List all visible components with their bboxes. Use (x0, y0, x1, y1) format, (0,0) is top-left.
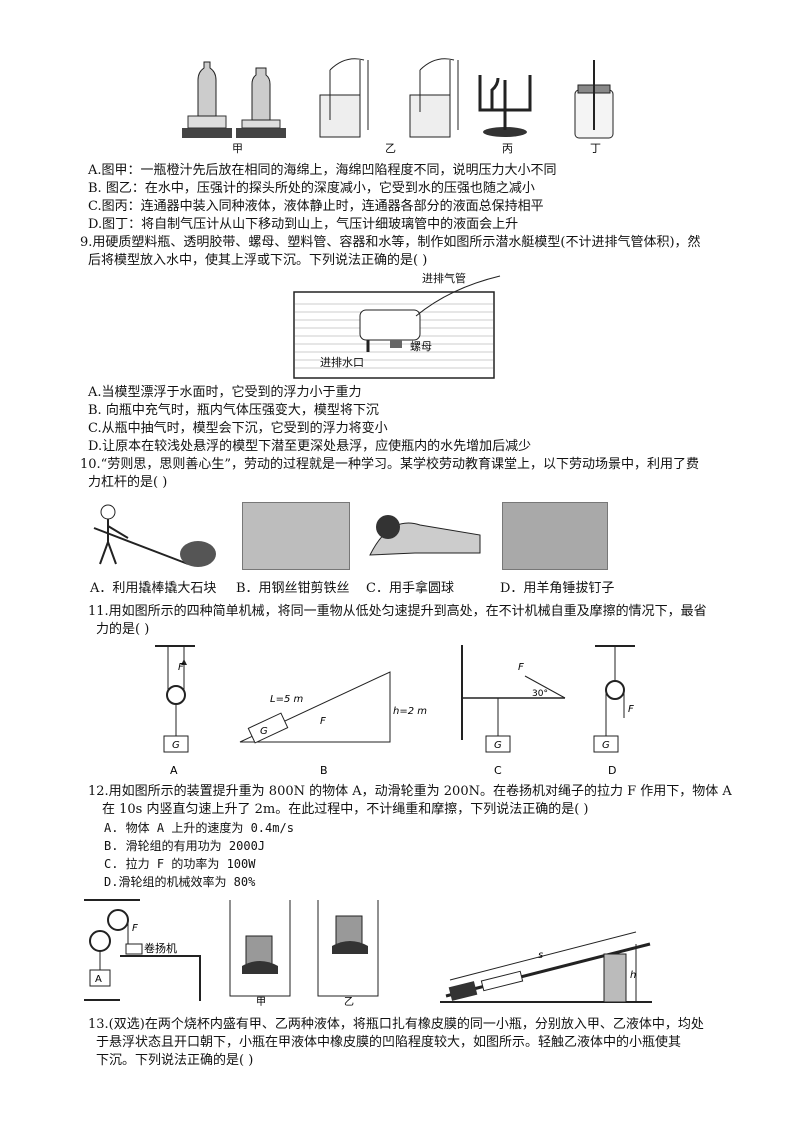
q11-b-weight: G (260, 726, 268, 737)
q9-submarine-figure: 进排气管 螺母 进排水口 (293, 271, 501, 379)
q11-d-force: F (628, 704, 634, 715)
q12-fig-h: h (630, 970, 636, 981)
q9-label-nut: 螺母 (410, 340, 432, 353)
q11-b-force: F (320, 716, 326, 727)
q8-label-jia: 甲 (232, 142, 243, 155)
q10-caption-a: A．利用撬棒撬大石块 (90, 581, 217, 596)
q9-label-water-port: 进排水口 (320, 355, 364, 369)
q10-caption-d: D．用羊角锤拔钉子 (500, 581, 615, 596)
q9-option-c: C.从瓶中抽气时，模型会下沉，它受到的浮力将变小 (88, 421, 388, 436)
q11-label-c: C (494, 764, 502, 777)
q8-label-yi: 乙 (385, 142, 396, 155)
q10-photo-pliers (242, 502, 350, 570)
q10-caption-b: B．用钢丝钳剪铁丝 (236, 581, 350, 596)
q10-stem-1: 10.“劳则思，思则善心生”，劳动的过程就是一种学习。某学校劳动教育课堂上，以下… (80, 457, 699, 472)
q13-line-3: 下沉。下列说法正确的是( ) (96, 1053, 254, 1068)
q9-option-a: A.当模型漂浮于水面时，它受到的浮力小于重力 (88, 385, 362, 400)
q8-option-d: D.图丁：将自制气压计从山下移动到山上，气压计细玻璃管中的液面会上升 (88, 217, 519, 232)
q11-label-d: D (608, 764, 616, 777)
q10-photo-hammer (502, 502, 608, 570)
q8-option-c: C.图丙：连通器中装入同种液体，液体静止时，连通器各部分的液面总保持相平 (88, 199, 544, 214)
q11-stem-2: 力的是( ) (96, 622, 150, 637)
q12-stem-2: 在 10s 内竖直匀速上升了 2m。在此过程中，不计绳重和摩擦，下列说法正确的是… (102, 802, 589, 817)
q13-line-2: 于悬浮状态且开口朝下，小瓶在甲液体中橡皮膜的凹陷程度较大，如图所示。轻触乙液体中… (96, 1035, 682, 1050)
q8-option-a: A.图甲：一瓶橙汁先后放在相同的海绵上，海绵凹陷程度不同，说明压力大小不同 (88, 163, 557, 178)
q11-figures: F G G F L=5 m h=2 m F 30° G F G A B C D (155, 645, 635, 777)
q11-c-force: F (518, 662, 524, 673)
q9-stem-1: 9.用硬质塑料瓶、透明胶带、螺母、塑料管、容器和水等，制作如图所示潜水艇模型(不… (80, 235, 701, 250)
q12-fig-winch: 卷扬机 (144, 941, 177, 955)
q8-option-b: B. 图乙：在水中，压强计的探头所处的深度减小，它受到水的压强也随之减小 (88, 181, 535, 196)
q12-figures: A F 卷扬机 甲 乙 s h (84, 899, 652, 1008)
q12-fig-yi: 乙 (344, 996, 354, 1008)
q11-b-length: L=5 m (270, 694, 303, 705)
q12-fig-s: s (538, 950, 543, 961)
q9-stem-2: 后将模型放入水中，使其上浮或下沉。下列说法正确的是( ) (88, 253, 428, 268)
q13-line-1: 13.(双选)在两个烧杯内盛有甲、乙两种液体，将瓶口扎有橡皮膜的同一小瓶，分别放… (88, 1017, 704, 1032)
q8-figures: 甲 乙 丙 丁 (182, 58, 614, 155)
q12-fig-label-a: A (95, 974, 102, 985)
q9-label-air-pipe: 进排气管 (422, 271, 466, 285)
q10-photo-arm (369, 515, 481, 556)
q11-c-weight: G (494, 740, 502, 751)
q11-c-angle: 30° (532, 689, 548, 699)
q11-label-b: B (320, 764, 328, 777)
q11-stem-1: 11.用如图所示的四种简单机械，将同一重物从低处匀速提升到高处，在不计机械自重及… (88, 604, 707, 619)
q11-a-force: F (178, 662, 184, 673)
q9-option-d: D.让原本在较浅处悬浮的模型下潜至更深处悬浮，应使瓶内的水先增加后减少 (88, 439, 532, 454)
q12-option-b: B. 滑轮组的有用功为 2000J (104, 839, 266, 853)
q12-fig-jia: 甲 (256, 997, 266, 1008)
q11-b-height: h=2 m (393, 706, 427, 717)
q8-label-ding: 丁 (590, 142, 601, 155)
q12-option-d: D.滑轮组的机械效率为 80% (104, 875, 256, 889)
q12-option-a: A. 物体 A 上升的速度为 0.4m/s (104, 821, 294, 835)
q10-photo-crowbar (93, 504, 216, 567)
q9-option-b: B. 向瓶中充气时，瓶内气体压强变大，模型将下沉 (88, 403, 379, 418)
q10-stem-2: 力杠杆的是( ) (88, 475, 168, 490)
q12-fig-force: F (132, 923, 138, 934)
q12-stem-1: 12.用如图所示的装置提升重为 800N 的物体 A，动滑轮重为 200N。在卷… (88, 784, 732, 799)
q11-d-weight: G (602, 740, 610, 751)
q12-option-c: C. 拉力 F 的功率为 100W (104, 857, 256, 871)
q10-caption-c: C．用手拿圆球 (366, 581, 454, 596)
q11-label-a: A (170, 764, 178, 777)
q8-label-bing: 丙 (502, 142, 513, 155)
q11-a-weight: G (172, 740, 180, 751)
